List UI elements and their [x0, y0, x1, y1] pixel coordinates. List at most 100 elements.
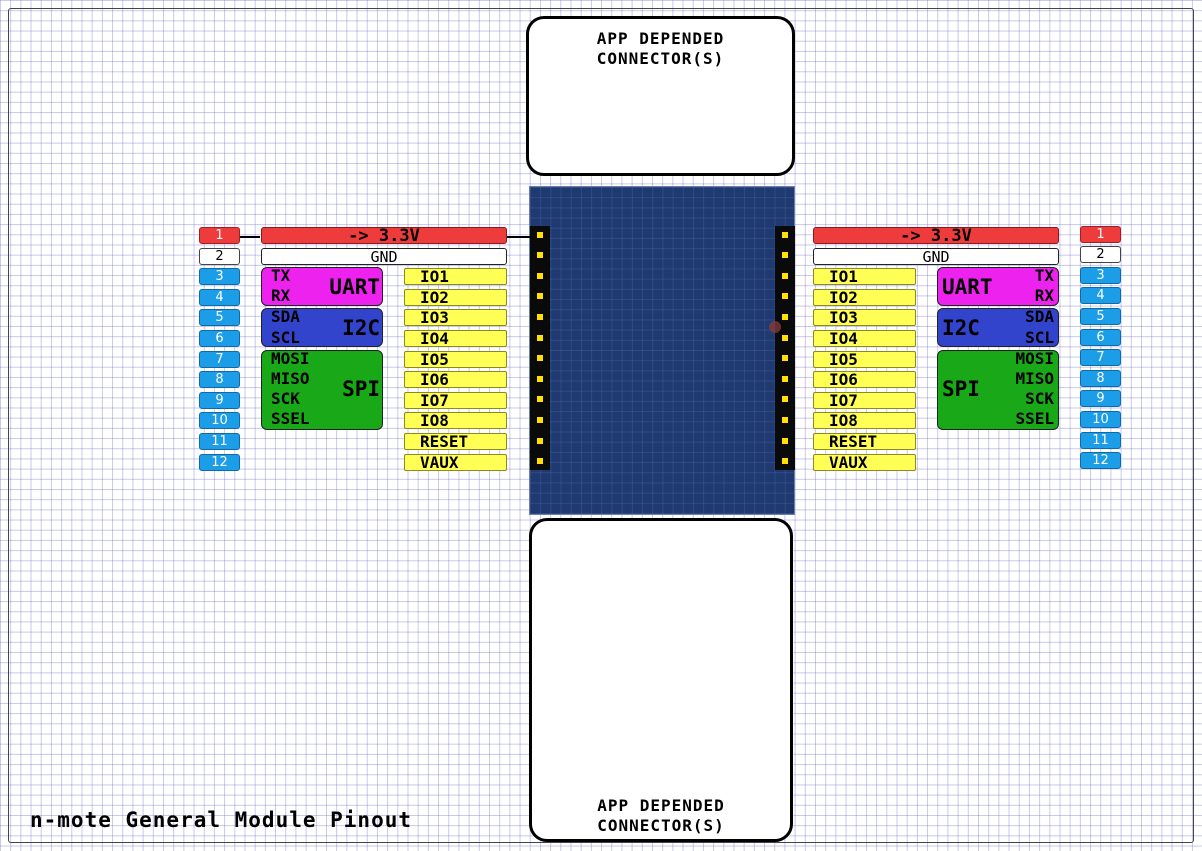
- left-i2c-signal-scl: SCL: [271, 327, 300, 347]
- right-spi-signal-mosi: MOSI: [1015, 348, 1054, 368]
- right-io-label-io8: IO8: [813, 412, 916, 430]
- right-spi-label: SPI: [942, 376, 980, 401]
- right-io-label-io7: IO7: [813, 391, 916, 409]
- left-pin-number-12: 12: [199, 453, 240, 471]
- left-spi-label: SPI: [342, 376, 380, 401]
- left-header-pin: [537, 231, 543, 238]
- diagram-title: n-mote General Module Pinout: [30, 808, 413, 832]
- app-connector-top-label: APP DEPENDED CONNECTOR(S): [596, 29, 725, 68]
- right-header-pin: [782, 231, 788, 238]
- right-io-label-io2: IO2: [813, 288, 916, 306]
- left-header-pin: [537, 313, 543, 320]
- app-connector-top: APP DEPENDED CONNECTOR(S): [526, 16, 795, 176]
- app-connector-bottom-label: APP DEPENDED CONNECTOR(S): [597, 796, 725, 835]
- right-pin-number-12: 12: [1080, 452, 1121, 470]
- left-pin-number-6: 6: [199, 330, 240, 347]
- right-pin-number-11: 11: [1080, 431, 1121, 449]
- right-header-pin: [782, 396, 788, 403]
- left-pin-number-1: 1: [199, 227, 240, 244]
- left-header-pin: [537, 416, 543, 423]
- left-io-label-io3: IO3: [404, 309, 507, 327]
- left-header-pin: [537, 252, 543, 259]
- right-header-pin: [782, 355, 788, 362]
- drawing-frame: [8, 8, 1194, 843]
- right-header-pin: [782, 458, 788, 465]
- right-io-label-reset: RESET: [813, 433, 916, 450]
- right-header-pin: [782, 437, 788, 444]
- left-uart-signal-rx: RX: [271, 286, 291, 306]
- left-header-pin: [537, 458, 543, 465]
- right-spi-signal-miso: MISO: [1015, 368, 1054, 388]
- left-spi-signal-ssel: SSEL: [271, 409, 310, 429]
- left-io-label-vaux: VAUX: [404, 453, 507, 471]
- left-header-pin: [537, 334, 543, 341]
- right-io-label-io4: IO4: [813, 330, 916, 347]
- left-header-pin: [537, 272, 543, 279]
- left-spi-signal-sck: SCK: [271, 388, 300, 408]
- right-i2c-signal-sda: SDA: [1025, 307, 1054, 327]
- right-header-pin: [782, 293, 788, 300]
- right-pin-number-1: 1: [1080, 225, 1121, 243]
- left-i2c-signal-sda: SDA: [271, 307, 300, 327]
- left-ground: GND: [261, 247, 507, 265]
- left-pin-number-8: 8: [199, 371, 240, 389]
- right-header-pin: [782, 334, 788, 341]
- left-io-label-reset: RESET: [404, 433, 507, 450]
- right-io-label-io3: IO3: [813, 309, 916, 327]
- right-pin-number-4: 4: [1080, 287, 1121, 305]
- right-pin-number-9: 9: [1080, 390, 1121, 408]
- right-pin-number-7: 7: [1080, 349, 1121, 367]
- right-io-label-io5: IO5: [813, 350, 916, 368]
- right-header-pin: [782, 272, 788, 279]
- right-io-label-io6: IO6: [813, 371, 916, 389]
- left-io-label-io7: IO7: [404, 391, 507, 409]
- right-spi-signal-ssel: SSEL: [1015, 409, 1054, 429]
- right-spi-signal-sck: SCK: [1025, 388, 1054, 408]
- module-board: [529, 186, 795, 515]
- right-uart-signal-tx: TX: [1034, 266, 1054, 286]
- left-io-label-io2: IO2: [404, 288, 507, 306]
- right-pin-number-6: 6: [1080, 328, 1121, 346]
- right-uart-signal-rx: RX: [1034, 286, 1054, 306]
- left-pin-number-11: 11: [199, 433, 240, 450]
- left-uart-signal-tx: TX: [271, 266, 291, 286]
- left-header-pin: [537, 437, 543, 444]
- left-spi-signal-mosi: MOSI: [271, 348, 310, 368]
- left-header-pin: [537, 375, 543, 382]
- left-pin-number-5: 5: [199, 309, 240, 327]
- left-pin-number-3: 3: [199, 268, 240, 286]
- right-header-pin: [782, 416, 788, 423]
- pin1-wire: [240, 236, 260, 238]
- left-pin-number-9: 9: [199, 391, 240, 409]
- right-header-pin: [782, 252, 788, 259]
- right-io-label-vaux: VAUX: [813, 453, 916, 471]
- right-power-3v3: -> 3.3V: [813, 227, 1059, 245]
- right-ground: GND: [813, 247, 1059, 265]
- left-pin-header: [530, 226, 550, 470]
- left-header-pin: [537, 293, 543, 300]
- left-pin-number-7: 7: [199, 350, 240, 368]
- app-connector-bottom: APP DEPENDED CONNECTOR(S): [529, 518, 793, 842]
- v33-wire: [506, 236, 532, 238]
- right-pin-number-5: 5: [1080, 307, 1121, 325]
- left-header-pin: [537, 396, 543, 403]
- left-io-label-io4: IO4: [404, 330, 507, 347]
- left-io-label-io5: IO5: [404, 350, 507, 368]
- left-pin-number-2: 2: [199, 247, 240, 265]
- left-header-pin: [537, 355, 543, 362]
- right-pin-number-2: 2: [1080, 246, 1121, 264]
- right-i2c-signal-scl: SCL: [1025, 327, 1054, 347]
- orientation-marker: [769, 321, 781, 333]
- right-pin-header: [775, 226, 795, 470]
- left-io-label-io1: IO1: [404, 268, 507, 286]
- right-header-pin: [782, 313, 788, 320]
- right-i2c-label: I2C: [942, 316, 980, 341]
- left-pin-number-10: 10: [199, 412, 240, 430]
- right-pin-number-8: 8: [1080, 369, 1121, 387]
- right-io-label-io1: IO1: [813, 268, 916, 286]
